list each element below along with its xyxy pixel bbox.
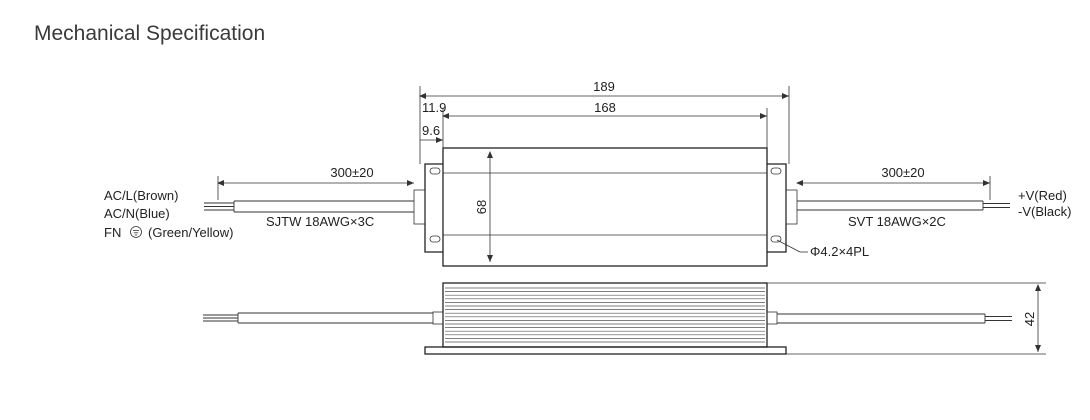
page-title: Mechanical Specification: [34, 22, 266, 45]
input-cable-label: SJTW 18AWG×3C: [266, 214, 374, 229]
dim-cable-left: 300±20: [330, 165, 373, 180]
side-gland-right: [766, 311, 778, 325]
output-cable-label: SVT 18AWG×2C: [848, 214, 946, 229]
top-view: 189 168 11.9 9.6 300±20 300±20 68 Φ4.2×4…: [104, 79, 1071, 267]
base-flange: [424, 346, 787, 355]
case-body-side: [442, 282, 768, 348]
dim-overall-length: 189: [593, 79, 615, 94]
heatsink-fins: [445, 287, 765, 343]
dim-width: 68: [474, 200, 489, 214]
input-cable: [204, 200, 414, 213]
v-pos-label: +V(Red): [1018, 188, 1067, 203]
side-view: 42: [203, 282, 1046, 355]
dim-flange-outer: 11.9: [422, 100, 446, 115]
output-cable-gland: [785, 189, 798, 225]
dim-height: 42: [1022, 312, 1037, 326]
input-cable-gland: [413, 189, 426, 225]
ac-n-label: AC/N(Blue): [104, 206, 170, 221]
right-flange: [767, 163, 787, 253]
dim-case-length: 168: [594, 100, 616, 115]
dim-flange-inner: 9.6: [422, 123, 440, 138]
output-cable: [797, 200, 1010, 211]
ac-l-label: AC/L(Brown): [104, 188, 178, 203]
ground-symbol-icon: [130, 226, 142, 238]
mounting-hole-label: Φ4.2×4PL: [810, 244, 869, 259]
fg-label: FN: [104, 225, 121, 240]
dim-cable-right: 300±20: [881, 165, 924, 180]
fg-color-label: (Green/Yellow): [148, 225, 234, 240]
case-body-top: [442, 147, 768, 267]
v-neg-label: -V(Black): [1018, 204, 1071, 219]
side-gland-left: [432, 311, 444, 325]
